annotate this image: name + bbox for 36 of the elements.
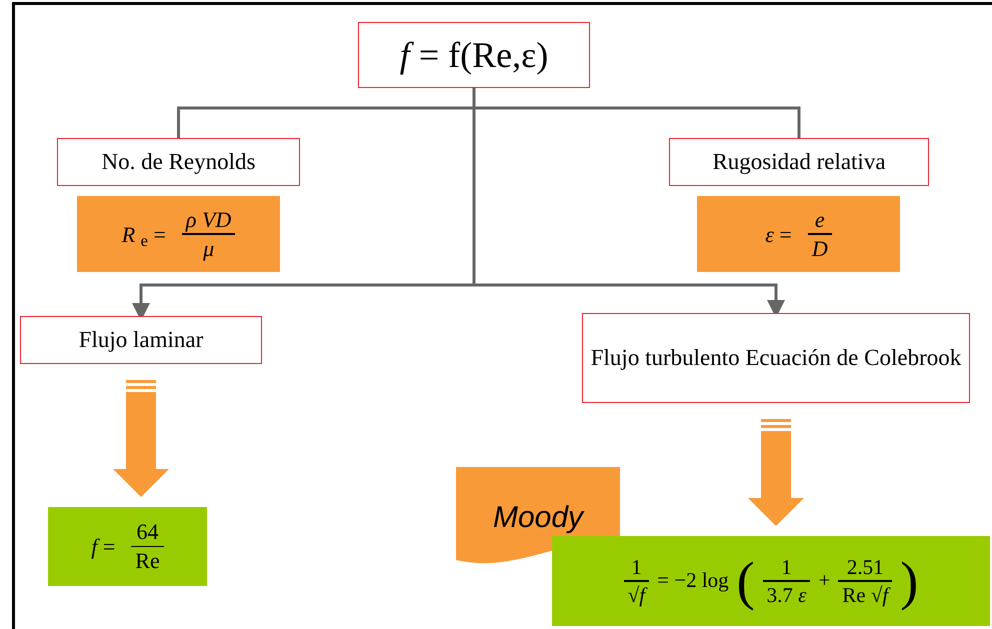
block-arrow bbox=[748, 419, 804, 526]
formula-box bbox=[48, 507, 207, 586]
label-box bbox=[669, 138, 929, 186]
node-text: No. de Reynolds bbox=[102, 148, 256, 176]
label-box bbox=[57, 138, 300, 186]
formula-text: f = bbox=[91, 533, 116, 561]
formula-box bbox=[552, 536, 990, 626]
formula-text: ε = bbox=[765, 220, 792, 248]
label-box bbox=[20, 316, 262, 364]
formula-text: = −2 log bbox=[657, 567, 729, 594]
node-text: Moody bbox=[492, 500, 584, 536]
numerator: 1 bbox=[630, 554, 643, 580]
formula-box bbox=[77, 196, 280, 272]
numerator: 64 bbox=[136, 518, 160, 546]
parenthesis: ( bbox=[736, 554, 755, 608]
formula-box bbox=[697, 196, 900, 272]
denominator: μ bbox=[202, 234, 216, 262]
node-text: f = f(Re,ε) bbox=[400, 34, 548, 77]
denominator: √f bbox=[626, 582, 648, 608]
label-box bbox=[582, 313, 970, 403]
node-text: Rugosidad relativa bbox=[712, 148, 886, 176]
node-text: Flujo turbulento Ecuación de Colebrook bbox=[590, 344, 962, 372]
denominator: 3.7 ε bbox=[766, 582, 808, 608]
parenthesis: ) bbox=[900, 554, 918, 608]
node-text: Flujo laminar bbox=[78, 326, 204, 354]
denominator: Re √f bbox=[841, 582, 892, 608]
label-box bbox=[358, 22, 590, 88]
block-arrow bbox=[113, 380, 169, 497]
numerator: 2.51 bbox=[846, 554, 885, 580]
denominator: Re bbox=[134, 547, 161, 575]
formula-text: + bbox=[818, 567, 830, 594]
formula-text: R $_{e}$ = bbox=[122, 220, 166, 250]
denominator: D bbox=[810, 234, 829, 262]
numerator: ρ VD bbox=[184, 206, 232, 234]
numerator: e bbox=[814, 206, 826, 234]
numerator: 1 bbox=[780, 554, 793, 580]
